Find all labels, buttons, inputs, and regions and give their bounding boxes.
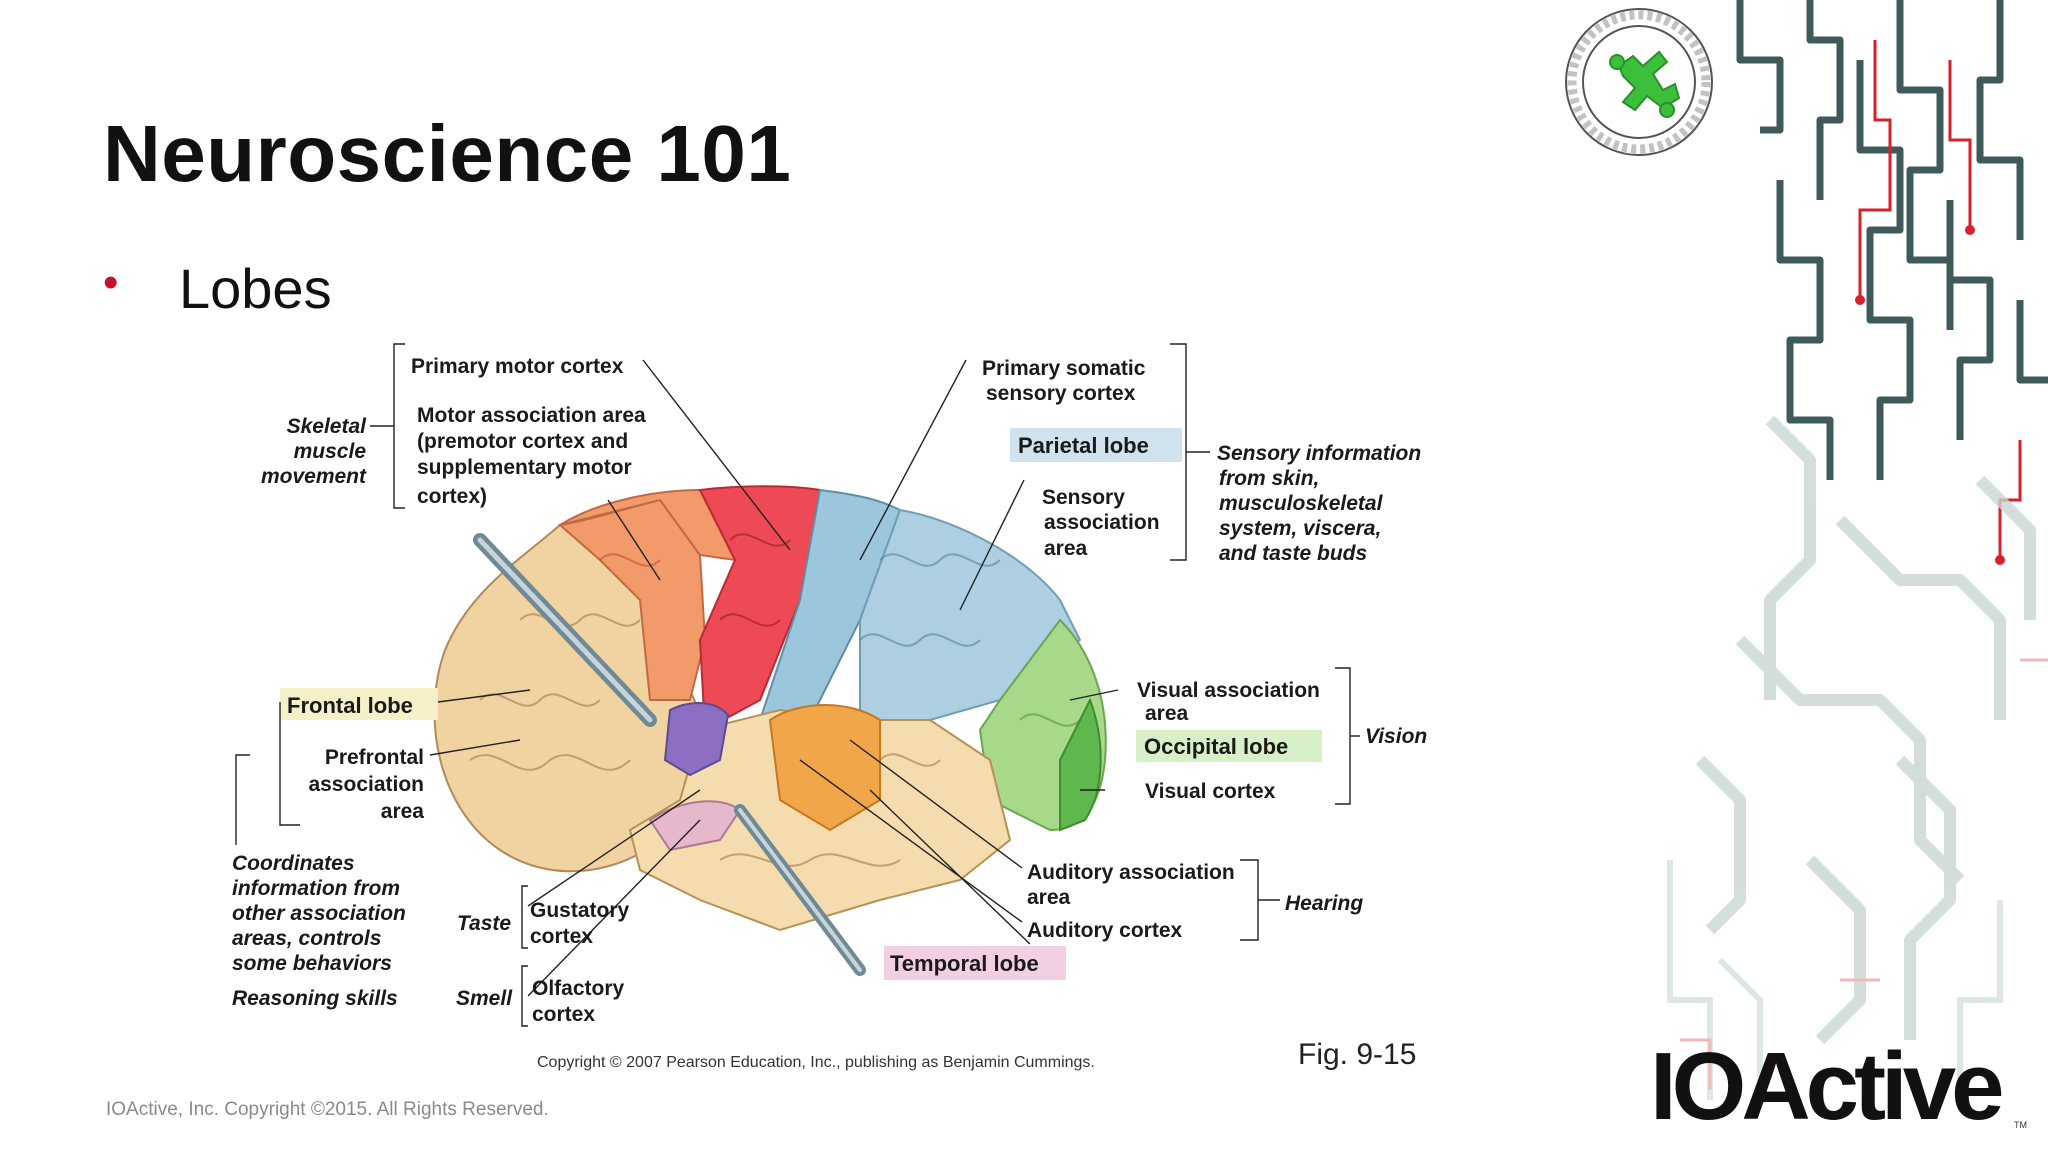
figure-number: Fig. 9-15 xyxy=(1298,1038,1416,1071)
label-sensory-info-4: system, viscera, xyxy=(1219,517,1381,540)
label-sensory-info-1: Sensory information xyxy=(1217,442,1421,465)
bullet-dot-icon: • xyxy=(103,258,119,307)
label-sensory-info-3: musculoskeletal xyxy=(1219,492,1384,515)
label-gustatory-2: cortex xyxy=(530,925,593,948)
ioactive-logo: IOActive TM xyxy=(1650,1033,2027,1140)
visual-cortex-region xyxy=(1059,697,1102,832)
label-olfactory-1: Olfactory xyxy=(532,977,625,1000)
label-sensory-assoc-3: area xyxy=(1044,537,1088,560)
label-visual-assoc-2: area xyxy=(1145,702,1189,725)
conference-seal-image xyxy=(1565,8,1713,156)
label-motor-assoc-2: (premotor cortex and xyxy=(417,430,628,453)
label-coord-5: some behaviors xyxy=(232,952,392,975)
label-prefrontal-1: Prefrontal xyxy=(325,746,424,769)
label-coord-1: Coordinates xyxy=(232,852,355,875)
label-parietal-lobe: Parietal lobe xyxy=(1018,433,1149,458)
label-skeletal-2: muscle xyxy=(294,440,367,463)
label-skeletal-1: Skeletal xyxy=(287,415,368,438)
label-primary-motor-cortex: Primary motor cortex xyxy=(411,355,624,378)
label-visual-cortex: Visual cortex xyxy=(1145,780,1276,803)
logo-wordmark: IOActive xyxy=(1650,1033,2004,1140)
brain-illustration xyxy=(433,485,1107,976)
label-auditory-assoc-1: Auditory association xyxy=(1027,861,1235,884)
logo-trademark: TM xyxy=(2014,1120,2027,1130)
label-olfactory-2: cortex xyxy=(532,1003,595,1026)
label-prefrontal-2: association xyxy=(308,773,424,796)
bullet-lobes: Lobes xyxy=(179,257,332,320)
label-coord-4: areas, controls xyxy=(232,927,381,950)
slide-title: Neuroscience 101 xyxy=(103,109,792,198)
label-hearing: Hearing xyxy=(1285,892,1363,915)
label-coord-3: other association xyxy=(232,902,406,925)
label-temporal-lobe: Temporal lobe xyxy=(890,951,1039,976)
figure-copyright: Copyright © 2007 Pearson Education, Inc.… xyxy=(537,1054,1095,1071)
label-sensory-assoc-1: Sensory xyxy=(1042,486,1125,509)
label-primary-somatic-1: Primary somatic xyxy=(982,357,1146,380)
label-prefrontal-3: area xyxy=(381,800,425,823)
gustatory-region xyxy=(663,702,730,777)
label-reasoning: Reasoning skills xyxy=(232,987,398,1010)
label-skeletal-3: movement xyxy=(261,465,367,488)
label-auditory-cortex: Auditory cortex xyxy=(1027,919,1183,942)
label-smell: Smell xyxy=(456,987,513,1010)
parietal-lobe-highlight xyxy=(1010,428,1182,462)
label-visual-assoc-1: Visual association xyxy=(1137,679,1320,702)
temporal-lobe-highlight xyxy=(884,946,1066,980)
label-sensory-assoc-2: association xyxy=(1044,511,1160,534)
label-occipital-lobe: Occipital lobe xyxy=(1144,734,1288,759)
label-primary-somatic-2: sensory cortex xyxy=(986,382,1136,405)
label-frontal-lobe: Frontal lobe xyxy=(287,693,413,718)
label-motor-assoc-1: Motor association area xyxy=(417,404,646,427)
brain-lobes-figure: Primary motor cortex Motor association a… xyxy=(232,343,1427,1071)
circuit-decoration-image xyxy=(1667,0,2048,1100)
frontal-lobe-highlight xyxy=(280,688,438,720)
footer-copyright: IOActive, Inc. Copyright ©2015. All Righ… xyxy=(106,1099,549,1120)
label-coord-2: information from xyxy=(232,877,400,900)
occipital-lobe-highlight xyxy=(1136,730,1322,762)
label-taste: Taste xyxy=(457,912,511,935)
label-motor-assoc-4: cortex) xyxy=(417,485,487,508)
label-vision: Vision xyxy=(1365,725,1427,748)
label-auditory-assoc-2: area xyxy=(1027,886,1071,909)
label-sensory-info-2: from skin, xyxy=(1219,467,1319,490)
label-sensory-info-5: and taste buds xyxy=(1219,542,1367,565)
label-gustatory-1: Gustatory xyxy=(530,899,630,922)
label-motor-assoc-3: supplementary motor xyxy=(417,456,632,479)
